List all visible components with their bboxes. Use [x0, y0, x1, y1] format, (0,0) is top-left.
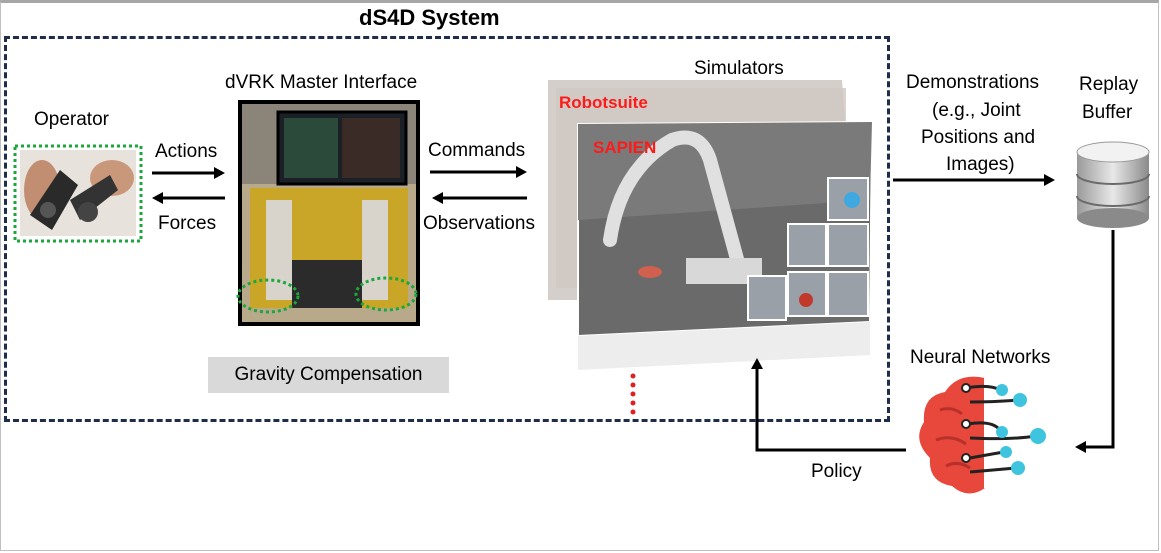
system-title: dS4D System: [359, 5, 500, 30]
policy-arrow: [751, 358, 906, 452]
master-label: dVRK Master Interface: [225, 72, 418, 93]
replay-line-2: Buffer: [1082, 102, 1133, 123]
brain-icon: [919, 376, 1046, 494]
demonstrations-line-2: (e.g., Joint: [932, 100, 1021, 121]
policy-label: Policy: [811, 461, 862, 482]
forces-arrow: [152, 192, 225, 204]
simulators-image: [548, 80, 874, 370]
robotsuite-label: Robotsuite: [559, 93, 648, 112]
operator-image: [13, 144, 143, 243]
demonstrations-line-1: Demonstrations: [906, 72, 1040, 93]
actions-label: Actions: [155, 141, 218, 162]
system-boundary: [4, 36, 890, 422]
commands-arrow: [430, 166, 527, 178]
simulators-label: Simulators: [694, 58, 784, 79]
gravity-compensation-box: Gravity Compensation: [208, 357, 449, 393]
forces-label: Forces: [158, 213, 217, 234]
neural-networks-label: Neural Networks: [910, 347, 1051, 368]
buffer-to-network-arrow: [1075, 230, 1115, 453]
red-dots: [630, 373, 636, 415]
sapien-label: SAPIEN: [593, 138, 657, 157]
replay-line-1: Replay: [1079, 74, 1139, 95]
demonstrations-line-4: Images): [946, 154, 1015, 175]
demonstrations-line-3: Positions and: [921, 127, 1036, 148]
observations-arrow: [432, 192, 527, 204]
observations-label: Observations: [423, 213, 535, 234]
database-icon: [1076, 141, 1150, 228]
actions-arrow: [152, 167, 225, 179]
commands-label: Commands: [428, 140, 526, 161]
demonstrations-arrow: [893, 174, 1055, 186]
dvrk-master-image: [236, 100, 420, 326]
operator-label: Operator: [34, 109, 109, 130]
